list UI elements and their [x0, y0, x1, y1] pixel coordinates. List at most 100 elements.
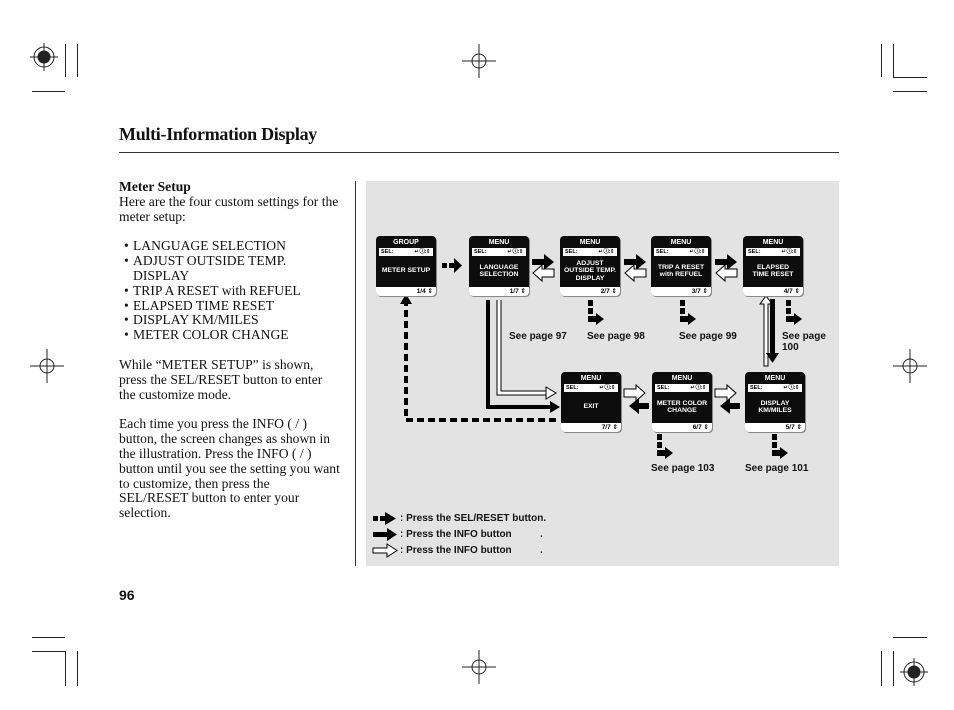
legend-info: : Press the INFO button — [400, 529, 512, 540]
crosshair-icon — [462, 650, 496, 684]
screen-count: 7/7 ⇕ — [561, 423, 621, 432]
page-reference: See page 100 — [782, 331, 826, 353]
legend-info-hollow-icon — [372, 543, 398, 558]
legend-suffix: . — [540, 529, 543, 540]
screen-label: LANGUAGE SELECTION — [479, 263, 519, 279]
screen-count: 2/7 ⇕ — [560, 287, 620, 296]
info-arrow-icon — [629, 398, 740, 414]
sel-reset-arrow-icon — [588, 300, 802, 459]
screen-header: GROUP — [393, 239, 419, 246]
list-item: ELAPSED TIME RESET — [119, 298, 341, 314]
screen-header: MENU — [579, 239, 601, 246]
title-divider — [119, 152, 839, 153]
screen-adjust-outside-temp: MENU SEL:↵ ⓘ:⇕ ADJUST OUTSIDE TEMP. DISP… — [560, 236, 620, 296]
screen-trip-a-reset: MENU SEL:↵ ⓘ:⇕ TRIP A RESET with REFUEL … — [651, 236, 711, 296]
crop-mark — [893, 44, 894, 77]
crop-mark — [881, 44, 882, 77]
registration-sunburst-icon — [900, 658, 928, 686]
column-divider — [355, 181, 356, 566]
sel-bar: SEL:↵ ⓘ:⇕ — [654, 248, 708, 256]
sel-bar: SEL:↵ ⓘ:⇕ — [379, 248, 433, 256]
sel-bar: SEL:↵ ⓘ:⇕ — [746, 248, 800, 256]
flow-arrows — [372, 254, 802, 558]
screen-label: EXIT — [583, 403, 599, 411]
section-heading: Meter Setup — [119, 179, 191, 194]
screen-exit: MENU SEL:↵ ⓘ:⇕ EXIT 7/7 ⇕ — [561, 372, 621, 432]
page-reference: See page 103 — [651, 463, 715, 474]
sel-bar: SEL:↵ ⓘ:⇕ — [748, 384, 802, 392]
screen-count: 1/4 ⇕ — [376, 287, 436, 296]
page-reference: See page 101 — [745, 463, 809, 474]
screen-count: 3/7 ⇕ — [651, 287, 711, 296]
screen-label: ADJUST OUTSIDE TEMP. DISPLAY — [564, 259, 616, 282]
screen-header: MENU — [580, 375, 602, 382]
legend-sel-reset-icon — [373, 512, 396, 525]
crop-mark — [65, 44, 66, 77]
sel-reset-arrow-icon — [442, 258, 462, 273]
screen-display-km-miles: MENU SEL:↵ ⓘ:⇕ DISPLAY KM/MILES 5/7 ⇕ — [745, 372, 805, 432]
registration-sunburst-icon — [30, 43, 58, 71]
info-buttons-icon: ↵ ⓘ:⇕ — [599, 385, 615, 391]
intro-text: Here are the four custom settings for th… — [119, 193, 339, 224]
sel-bar: SEL:↵ ⓘ:⇕ — [655, 384, 709, 392]
instruction-paragraph: Each time you press the INFO ( / ) butto… — [119, 416, 340, 521]
info-buttons-icon: ↵ ⓘ:⇕ — [783, 385, 799, 391]
screen-elapsed-time-reset: MENU SEL:↵ ⓘ:⇕ ELAPSED TIME RESET 4/7 ⇕ — [743, 236, 803, 296]
crop-mark — [893, 91, 927, 92]
screen-label: ELAPSED TIME RESET — [752, 263, 794, 279]
info-down-arrow-icon — [759, 295, 779, 367]
crosshair-icon — [462, 44, 496, 78]
screen-header: MENU — [488, 239, 510, 246]
screen-label: TRIP A RESET with REFUEL — [657, 263, 705, 279]
crop-mark — [893, 651, 894, 686]
legend-info-alt: : Press the INFO button — [400, 545, 512, 556]
sel-bar: SEL:↵ ⓘ:⇕ — [472, 248, 526, 256]
screen-count: 1/7 ⇕ — [469, 287, 529, 296]
screen-language-selection: MENU SEL:↵ ⓘ:⇕ LANGUAGE SELECTION 1/7 ⇕ — [469, 236, 529, 296]
instruction-paragraph: While “METER SETUP” is shown, press the … — [119, 356, 323, 402]
crosshair-icon — [30, 349, 64, 383]
screen-count: 6/7 ⇕ — [652, 423, 712, 432]
crop-mark — [893, 637, 927, 638]
text-column: Meter Setup Here are the four custom set… — [119, 179, 341, 521]
list-item: ADJUST OUTSIDE TEMP. DISPLAY — [119, 253, 341, 284]
crop-mark — [77, 44, 78, 77]
settings-list: LANGUAGE SELECTION ADJUST OUTSIDE TEMP. … — [119, 239, 341, 343]
screen-header: MENU — [762, 239, 784, 246]
list-item: LANGUAGE SELECTION — [119, 239, 341, 254]
page-reference: See page 98 — [587, 331, 645, 342]
crop-mark — [32, 91, 65, 92]
legend-info-icon — [373, 528, 397, 541]
list-item: DISPLAY KM/MILES — [119, 313, 341, 328]
page-number: 96 — [119, 587, 135, 603]
screen-header: MENU — [764, 375, 786, 382]
list-item: TRIP A RESET with REFUEL — [119, 283, 341, 299]
sel-bar: SEL:↵ ⓘ:⇕ — [563, 248, 617, 256]
sel-bar: SEL:↵ ⓘ:⇕ — [564, 384, 618, 392]
page-reference: See page 97 — [509, 331, 567, 342]
crop-mark — [881, 651, 882, 686]
crosshair-icon — [893, 349, 927, 383]
info-buttons-icon: ↵ ⓘ:⇕ — [781, 249, 797, 255]
crop-mark — [893, 77, 927, 78]
return-path-lines — [400, 294, 560, 422]
crop-mark — [32, 651, 65, 652]
legend-sel-reset: : Press the SEL/RESET button. — [400, 513, 547, 524]
screen-meter-setup: GROUP SEL:↵ ⓘ:⇕ METER SETUP 1/4 ⇕ — [376, 236, 436, 296]
info-buttons-icon: ↵ ⓘ:⇕ — [507, 249, 523, 255]
info-buttons-icon: ↵ ⓘ:⇕ — [690, 385, 706, 391]
info-buttons-icon: ↵ ⓘ:⇕ — [689, 249, 705, 255]
screen-label: METER COLOR CHANGE — [656, 399, 708, 415]
screen-count: 5/7 ⇕ — [745, 423, 805, 432]
info-buttons-icon: ↵ ⓘ:⇕ — [414, 249, 430, 255]
info-arrow-icon — [532, 254, 737, 270]
list-item: METER COLOR CHANGE — [119, 327, 341, 343]
legend-suffix: . — [540, 545, 543, 556]
info-back-arrow-icon — [532, 263, 738, 283]
screen-header: MENU — [671, 375, 693, 382]
screen-label: DISPLAY KM/MILES — [758, 399, 792, 415]
screen-meter-color-change: MENU SEL:↵ ⓘ:⇕ METER COLOR CHANGE 6/7 ⇕ — [652, 372, 712, 432]
screen-label: METER SETUP — [381, 267, 431, 275]
page-title: Multi-Information Display — [119, 124, 318, 144]
screen-count: 4/7 ⇕ — [743, 287, 803, 296]
